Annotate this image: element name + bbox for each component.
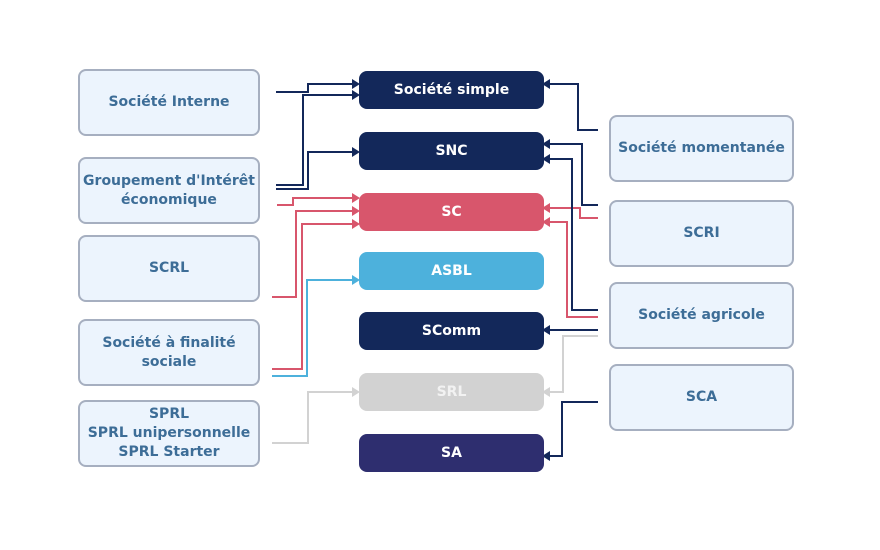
connector-scrl-to-sc <box>272 210 352 298</box>
source-label: SCA <box>685 389 718 405</box>
arrowhead-icon <box>352 219 360 229</box>
arrowhead-icon <box>542 139 550 149</box>
arrowhead-icon <box>542 451 550 461</box>
arrowhead-icon <box>352 147 360 157</box>
source-label-line1: SPRL <box>148 406 190 422</box>
source-box-scrl: SCRL <box>78 235 260 302</box>
connector-sfs-to-asbl <box>272 279 352 377</box>
source-label: Société momentanée <box>618 140 785 156</box>
source-box-sfs: Société à finalité sociale <box>78 319 260 386</box>
target-label: SComm <box>421 323 482 339</box>
connector-sprl-to-srl <box>272 391 352 444</box>
arrowhead-icon <box>542 325 550 335</box>
source-box-societe-interne: Société Interne <box>78 69 260 136</box>
arrowhead-icon <box>352 90 360 100</box>
source-box-gie: Groupement d'Intérêt économique <box>78 157 260 224</box>
connector-scri-to-snc <box>550 143 598 206</box>
target-label: SNC <box>435 143 468 159</box>
source-label-line3: SPRL Starter <box>118 444 220 460</box>
target-box-scomm: SComm <box>359 312 544 350</box>
target-label: SA <box>441 445 462 461</box>
target-label: ASBL <box>431 263 472 279</box>
connector-societe-agricole-to-snc <box>550 158 598 311</box>
arrowhead-icon <box>542 79 550 89</box>
arrowhead-icon <box>542 154 550 164</box>
source-box-scri: SCRI <box>609 200 794 267</box>
target-box-asbl: ASBL <box>359 252 544 290</box>
source-label: Société Interne <box>108 94 230 110</box>
source-box-sca: SCA <box>609 364 794 431</box>
connector-gie-to-societe-simple <box>276 94 352 186</box>
arrowhead-icon <box>352 387 360 397</box>
source-box-societe-agricole: Société agricole <box>609 282 794 349</box>
arrowhead-icon <box>352 79 360 89</box>
source-label-line2: sociale <box>141 353 197 370</box>
source-label-line2: SPRL unipersonnelle <box>87 425 251 441</box>
source-label-line2: économique <box>121 191 217 208</box>
target-box-snc: SNC <box>359 132 544 170</box>
target-label: SRL <box>436 384 467 400</box>
target-box-societe-simple: Société simple <box>359 71 544 109</box>
connector-societe-agricole-to-sc <box>550 221 598 318</box>
source-box-sprl: SPRL SPRL unipersonnelle SPRL Starter <box>78 400 260 467</box>
arrowhead-icon <box>352 275 360 285</box>
target-label: SC <box>441 204 462 220</box>
connector-gie-to-snc <box>276 151 352 190</box>
arrowhead-icon <box>542 387 550 397</box>
arrowhead-icon <box>542 203 550 213</box>
source-label-line1: Société à finalité <box>102 334 236 351</box>
target-box-srl: SRL <box>359 373 544 411</box>
arrowhead-icon <box>352 193 360 203</box>
target-label: Société simple <box>393 82 510 98</box>
connector-sca-to-sa <box>550 401 598 457</box>
connector-gie-to-sc <box>277 197 352 206</box>
connector-societe-interne-to-societe-simple <box>276 83 352 93</box>
source-box-societe-momentanee: Société momentanée <box>609 115 794 182</box>
source-label: Société agricole <box>638 307 765 323</box>
source-label: SCRI <box>683 225 720 241</box>
source-label: SCRL <box>148 260 190 276</box>
connector-societe-momentanee-to-societe-simple <box>550 83 598 131</box>
connector-sfs-to-sc <box>272 223 352 370</box>
arrowhead-icon <box>352 206 360 216</box>
connector-societe-agricole-to-srl <box>550 335 598 393</box>
target-box-sc: SC <box>359 193 544 231</box>
source-label-line1: Groupement d'Intérêt <box>83 172 255 189</box>
connector-scri-to-sc <box>550 207 598 219</box>
target-box-sa: SA <box>359 434 544 472</box>
arrowhead-icon <box>542 217 550 227</box>
